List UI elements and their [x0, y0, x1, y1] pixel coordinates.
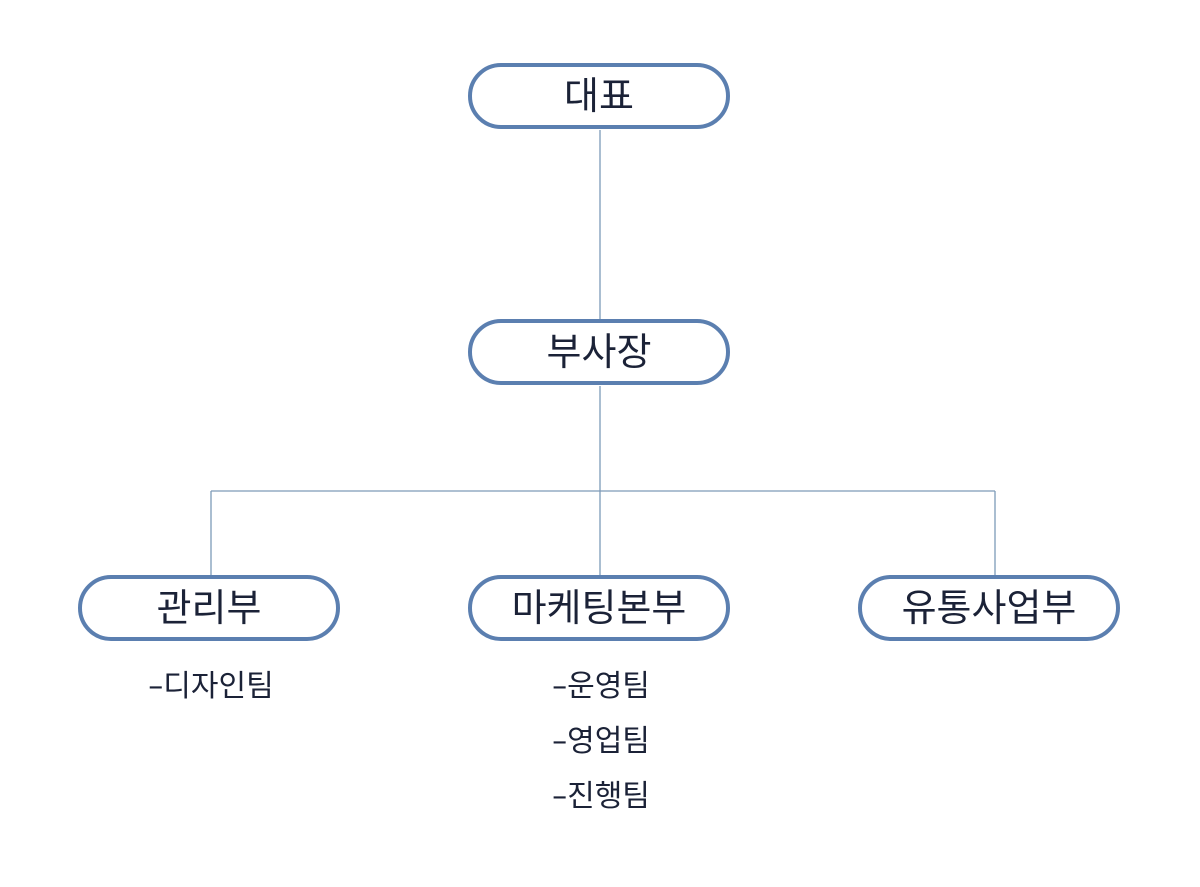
node-ceo: 대표 [468, 63, 730, 129]
node-admin-division-label: 관리부 [156, 586, 262, 630]
node-marketing-division-label: 마케팅본부 [511, 586, 687, 630]
node-marketing-division: 마케팅본부 [468, 575, 730, 641]
node-admin-division: 관리부 [78, 575, 340, 641]
node-distribution-division-label: 유통사업부 [901, 586, 1077, 630]
node-vice-president-label: 부사장 [546, 330, 652, 374]
node-distribution-division: 유통사업부 [858, 575, 1120, 641]
node-ceo-label: 대표 [564, 74, 634, 118]
marketing-team-list: –운영팀 –영업팀 –진행팀 [468, 671, 734, 836]
admin-team-list: –디자인팀 [78, 671, 344, 726]
node-vice-president: 부사장 [468, 319, 730, 385]
team-item-operations: –운영팀 [552, 669, 650, 704]
team-item-design: –디자인팀 [148, 669, 274, 704]
team-item-sales: –영업팀 [552, 724, 650, 759]
team-item-events: –진행팀 [552, 779, 650, 814]
